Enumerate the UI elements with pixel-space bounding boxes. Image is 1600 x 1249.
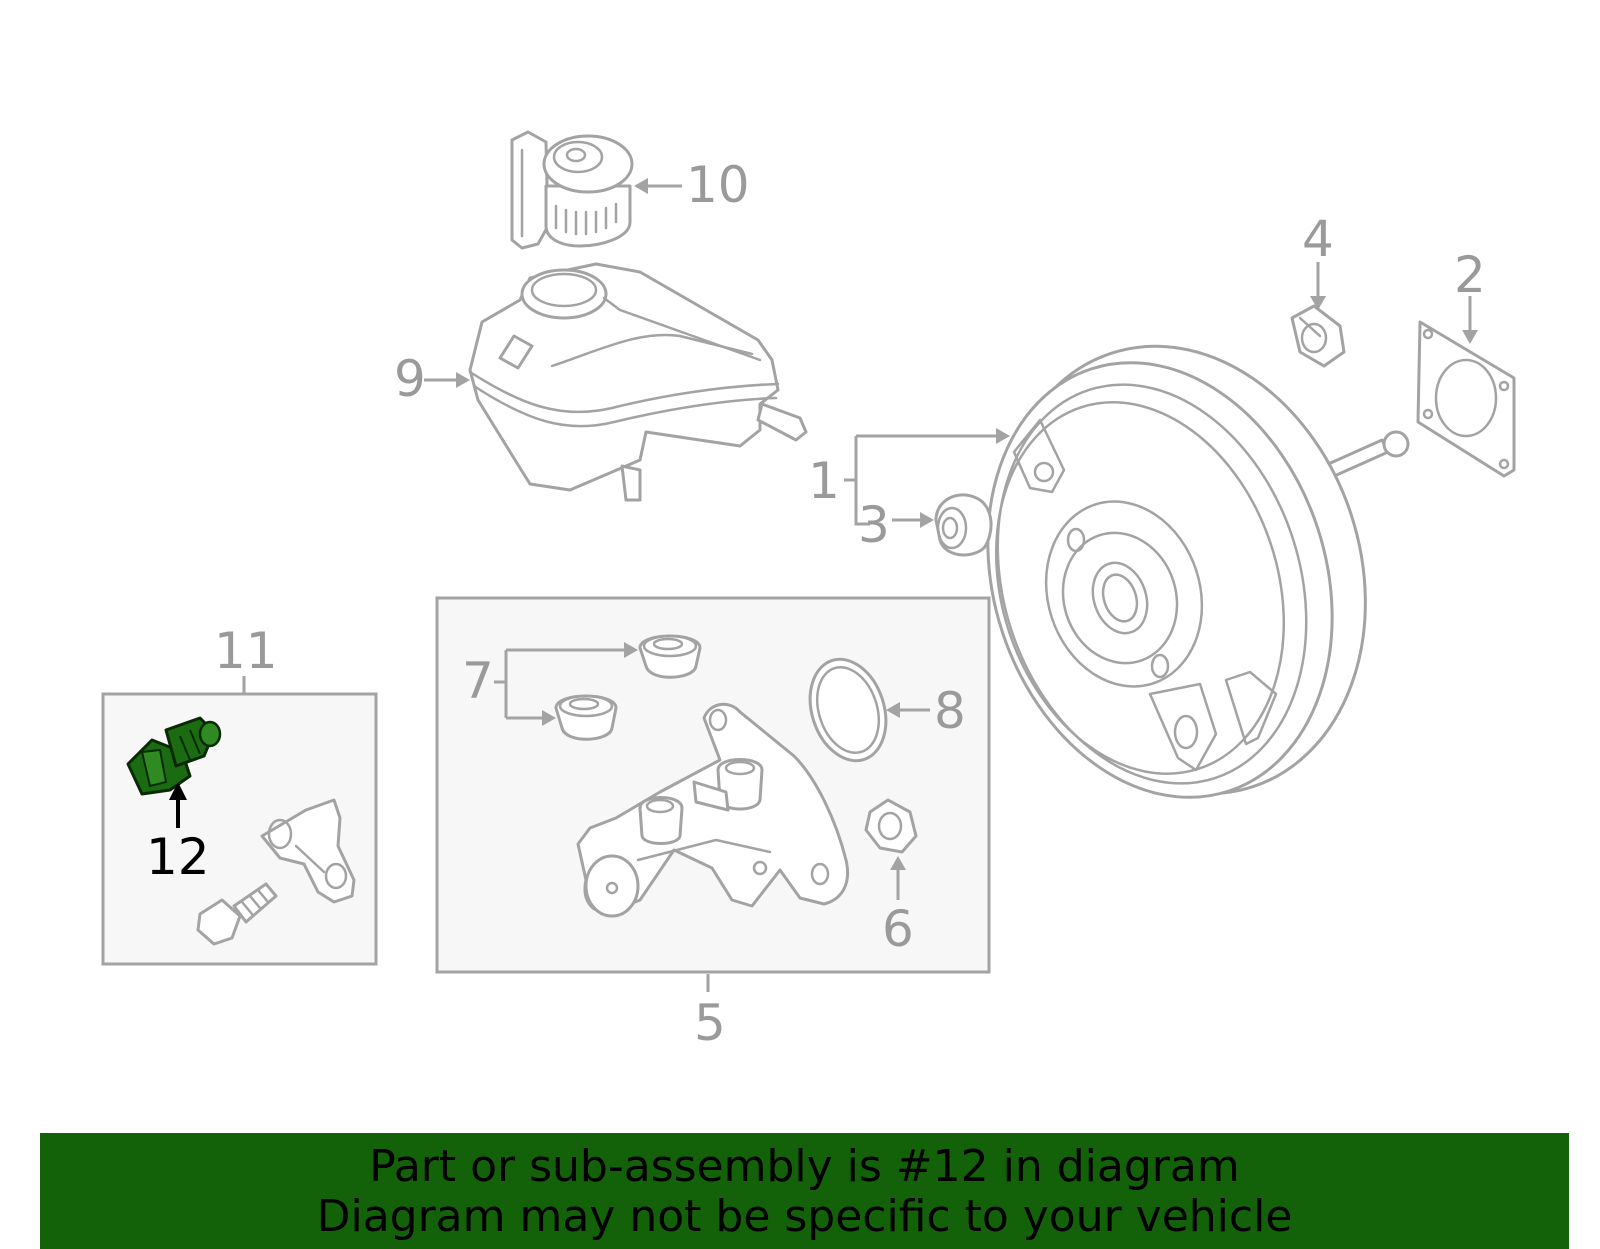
part-3-grommet [934, 493, 993, 557]
callout-11: 11 [214, 622, 278, 680]
callout-6: 6 [882, 900, 914, 958]
callout-12-highlighted: 12 [146, 828, 210, 886]
part-11-bolt [196, 882, 278, 946]
callout-2: 2 [1454, 246, 1486, 304]
part-10-reservoir-cap [510, 130, 634, 250]
callout-8: 8 [934, 682, 966, 740]
callout-3: 3 [858, 496, 890, 554]
callout-10: 10 [686, 156, 750, 214]
part-11-bracket [260, 798, 356, 904]
callout-labels: 10 9 4 2 1 3 11 7 8 6 5 12 [146, 156, 1486, 1052]
callout-5: 5 [694, 994, 726, 1052]
callout-9: 9 [394, 350, 426, 408]
callout-4: 4 [1302, 210, 1334, 268]
part-1-brake-booster [986, 344, 1410, 799]
part-7-seals [554, 634, 702, 741]
part-5-master-cylinder [576, 702, 849, 918]
banner-line-2: Diagram may not be specific to your vehi… [316, 1191, 1293, 1242]
leader-lines [169, 178, 1478, 992]
part-9-fluid-reservoir [468, 262, 808, 502]
callout-1: 1 [808, 452, 840, 510]
part-8-o-ring [808, 657, 888, 763]
banner-line-1: Part or sub-assembly is #12 in diagram [369, 1141, 1240, 1192]
part-6-nut [864, 798, 918, 854]
part-2-gasket [1416, 320, 1516, 478]
part-12-sensor-highlighted [126, 716, 222, 796]
callout-7: 7 [462, 652, 494, 710]
part-4-nut [1290, 304, 1346, 368]
info-banner: Part or sub-assembly is #12 in diagram D… [40, 1133, 1569, 1249]
